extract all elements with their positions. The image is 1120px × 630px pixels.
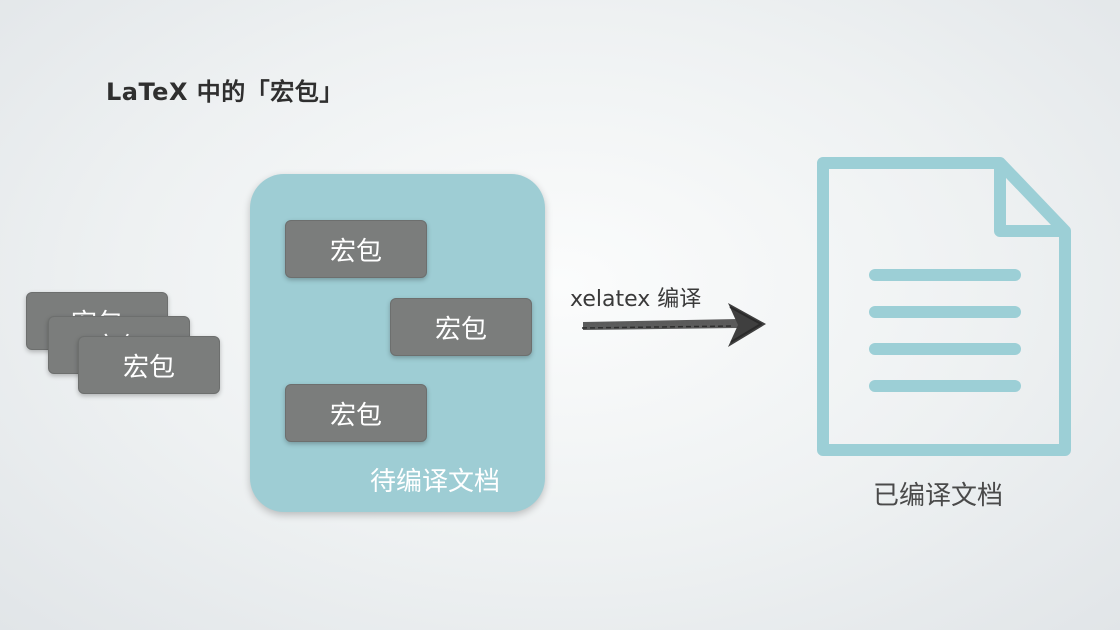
compile-arrow-icon: [581, 303, 766, 347]
package-card-in-document: 宏包: [285, 384, 427, 442]
compile-step-label: xelatex 编译: [570, 287, 702, 312]
output-document-label: 已编译文档: [873, 481, 1004, 511]
document-icon: [817, 157, 1071, 456]
package-card-in-document: 宏包: [285, 220, 427, 278]
package-card: 宏包: [78, 336, 220, 394]
package-card-in-document: 宏包: [390, 298, 532, 356]
source-document-label: 待编译文档: [370, 467, 501, 497]
slide-title: LaTeX 中的「宏包」: [106, 78, 344, 106]
